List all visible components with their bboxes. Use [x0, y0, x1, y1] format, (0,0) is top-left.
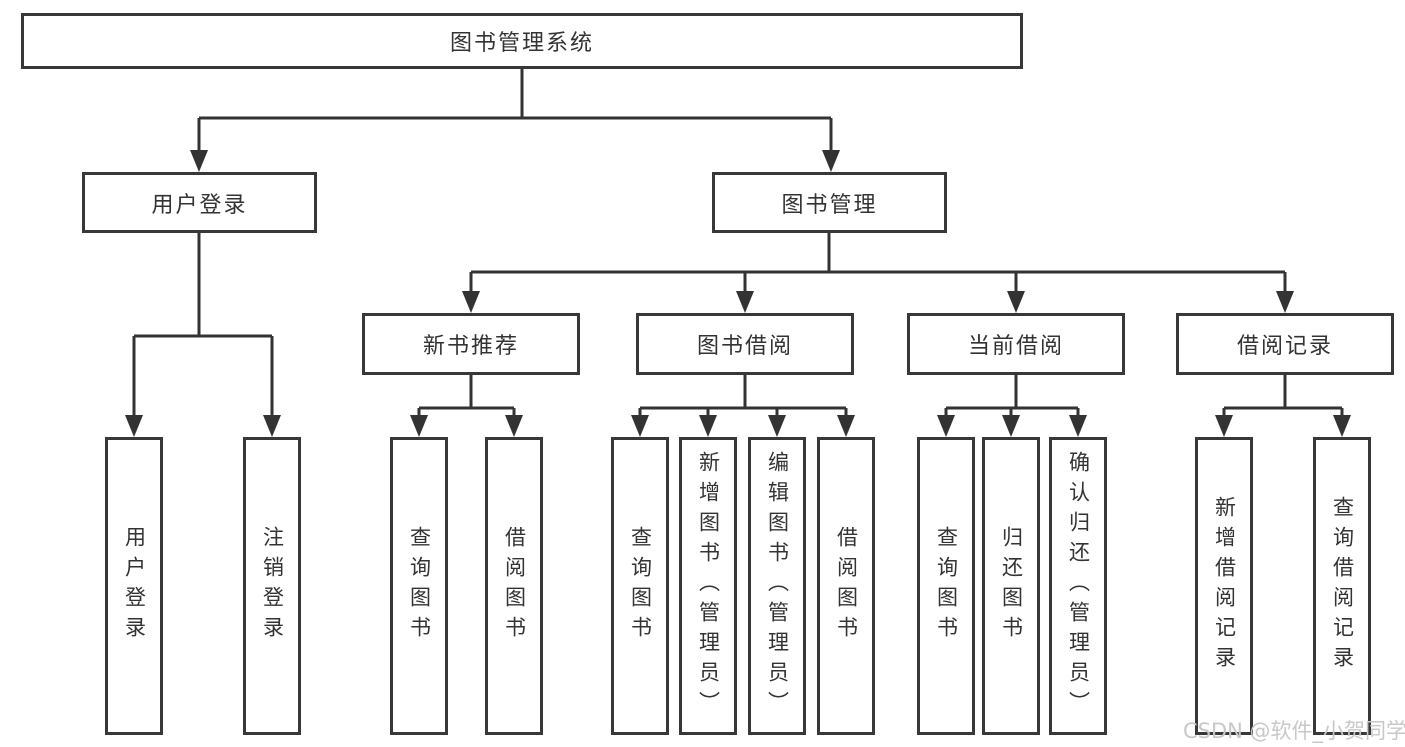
node-add-borrow-record-label: 新增借阅记录: [1212, 496, 1237, 676]
node-return-books-label: 归还图书: [999, 526, 1024, 646]
node-borrow-records: 借阅记录: [1176, 313, 1394, 375]
node-login: 用户登录: [105, 437, 163, 735]
node-borrow-books: 借阅图书: [485, 437, 543, 735]
node-logout: 注销登录: [243, 437, 301, 735]
node-borrow-books-2: 借阅图书: [817, 437, 875, 735]
node-query-books-2-label: 查询图书: [628, 526, 653, 646]
node-borrow-records-label: 借阅记录: [1236, 334, 1333, 359]
node-book-borrow-label: 图书借阅: [696, 334, 793, 359]
node-query-books-3: 查询图书: [917, 437, 975, 735]
node-query-books: 查询图书: [390, 437, 448, 735]
node-confirm-return-admin: 确认归还（管理员）: [1049, 437, 1107, 735]
arrowheads: [125, 150, 1351, 437]
node-borrow-books-2-label: 借阅图书: [834, 526, 859, 646]
node-query-books-3-label: 查询图书: [934, 526, 959, 646]
node-add-books-admin-label: 新增图书（管理员）: [696, 451, 721, 721]
node-return-books: 归还图书: [982, 437, 1040, 735]
node-add-books-admin: 新增图书（管理员）: [679, 437, 737, 735]
node-book-management: 图书管理: [712, 172, 947, 233]
node-logout-label: 注销登录: [260, 526, 285, 646]
node-book-management-label: 图书管理: [781, 192, 878, 218]
node-add-borrow-record: 新增借阅记录: [1195, 437, 1253, 735]
node-book-borrow: 图书借阅: [636, 313, 854, 375]
node-edit-books-admin: 编辑图书（管理员）: [748, 437, 806, 735]
node-edit-books-admin-label: 编辑图书（管理员）: [765, 451, 790, 721]
node-login-label: 用户登录: [122, 526, 147, 646]
node-query-books-2: 查询图书: [611, 437, 669, 735]
csdn-watermark: CSDN @软件_小贺同学: [1183, 719, 1405, 743]
node-root-label: 图书管理系统: [449, 31, 594, 56]
node-current-borrow: 当前借阅: [907, 313, 1125, 375]
node-borrow-books-label: 借阅图书: [502, 526, 527, 646]
node-user-login: 用户登录: [82, 172, 317, 233]
node-new-book-recommend-label: 新书推荐: [422, 334, 519, 359]
node-new-book-recommend: 新书推荐: [362, 313, 580, 375]
node-root: 图书管理系统: [21, 13, 1023, 69]
node-query-books-label: 查询图书: [407, 526, 432, 646]
node-user-login-label: 用户登录: [151, 192, 248, 218]
node-query-borrow-record-label: 查询借阅记录: [1330, 496, 1355, 676]
node-current-borrow-label: 当前借阅: [967, 334, 1064, 359]
node-query-borrow-record: 查询借阅记录: [1313, 437, 1371, 735]
node-confirm-return-admin-label: 确认归还（管理员）: [1066, 451, 1091, 721]
